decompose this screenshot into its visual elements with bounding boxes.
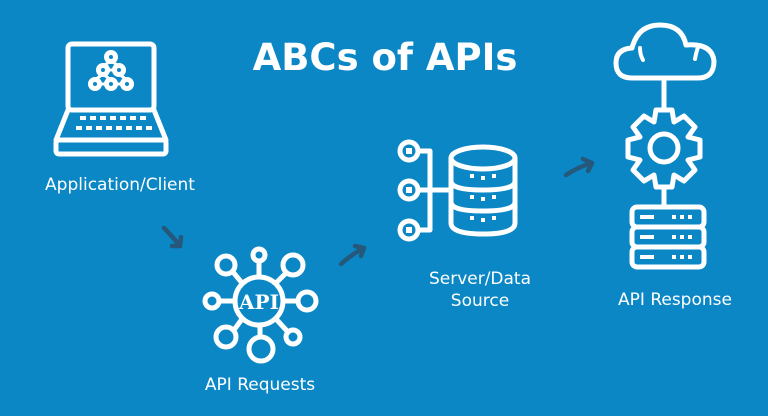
step-label-application-client: Application/Client — [45, 175, 195, 195]
api-badge-text: API — [238, 290, 279, 314]
arrow-up-right-icon — [338, 243, 367, 267]
laptop-network-icon — [53, 41, 169, 157]
cloud-gear-server-icon — [613, 22, 717, 270]
step-label-server-data-source: Server/Data Source — [380, 268, 580, 312]
step-label-api-response: API Response — [618, 290, 732, 310]
step-label-line-1: Server/Data — [428, 269, 532, 289]
page-title: ABCs of APIs — [252, 36, 518, 79]
arrow-down-right-icon — [161, 225, 184, 249]
api-hub-icon: API — [202, 246, 319, 364]
arrow-right-icon — [563, 156, 595, 178]
database-icon — [397, 139, 518, 242]
step-label-line-2: Source — [450, 291, 510, 311]
step-label-api-requests: API Requests — [204, 375, 316, 395]
